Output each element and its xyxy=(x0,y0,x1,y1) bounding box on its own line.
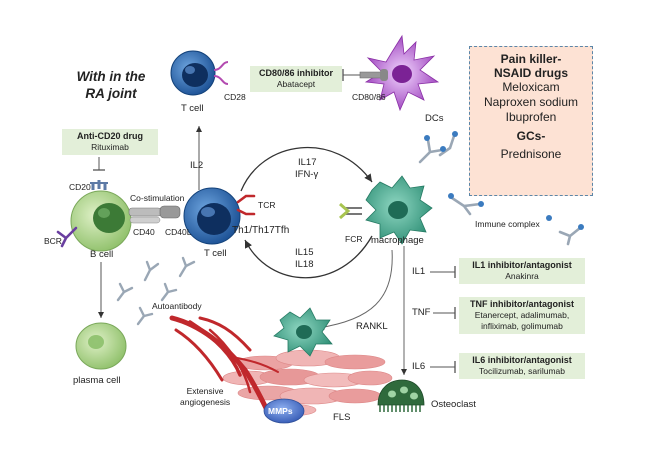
t-cell-center-label: T cell xyxy=(204,248,227,259)
osteoclast-label: Osteoclast xyxy=(431,399,476,410)
plasma-cell-label: plasma cell xyxy=(73,375,121,386)
macrophage-label: macrophage xyxy=(371,235,424,246)
angiogenesis-line-1: Extensive xyxy=(186,386,224,396)
anti-cd20-box: Anti-CD20 drug Rituximab xyxy=(62,129,158,155)
il6-inhibitor-box: IL6 inhibitor/antagonist Tocilizumab, sa… xyxy=(459,353,585,379)
t-cell-top xyxy=(170,50,229,96)
plasma-cell xyxy=(75,322,127,370)
cd80-86-label: CD80/86 xyxy=(352,92,386,102)
ifn-gamma-label: IFN-γ xyxy=(295,169,319,180)
blood-vessels xyxy=(169,315,279,415)
tcr-label: TCR xyxy=(258,200,276,210)
drug-prednisone: Prednisone xyxy=(500,147,562,161)
activated-macrophage xyxy=(273,307,333,357)
angiogenesis-label: Extensive angiogenesis xyxy=(180,386,230,408)
rankl-label: RANKL xyxy=(356,321,388,332)
drug-ibuprofen: Ibuprofen xyxy=(505,110,557,124)
macrophage-cell xyxy=(339,175,433,245)
osteoclast-cell xyxy=(377,379,425,412)
drug-naproxen: Naproxen sodium xyxy=(483,95,579,109)
pain-heading-1: Pain killer- xyxy=(500,52,562,66)
fls-label: FLS xyxy=(333,412,351,423)
immune-complexes xyxy=(418,134,582,246)
cd80-inhibitor-drugs: Abatacept xyxy=(276,79,316,89)
b-cell-label: B cell xyxy=(90,249,114,260)
dendritic-cell xyxy=(359,34,440,112)
pain-heading-2: NSAID drugs xyxy=(493,66,568,80)
il6-inhibitor-heading: IL6 inhibitor/antagonist xyxy=(472,355,572,365)
il17-label: IL17 xyxy=(298,157,317,168)
cd80-inhibitor-box: CD80/86 inhibitor Abatacept xyxy=(250,66,342,92)
t-to-macrophage-arrow xyxy=(240,147,373,192)
mmps-blob xyxy=(263,398,305,424)
immune-complex-label: Immune complex xyxy=(475,219,540,229)
dcs-label: DCs xyxy=(425,113,444,124)
t-cell-top-label: T cell xyxy=(181,103,204,114)
tnf-inhibitor-drugs-2: infliximab, golimumab xyxy=(481,320,563,331)
autoantibody-label: Autoantibody xyxy=(152,301,202,311)
cd40-label: CD40 xyxy=(133,227,155,237)
cd28-label: CD28 xyxy=(224,92,246,102)
angiogenesis-line-2: angiogenesis xyxy=(180,397,231,407)
il6-label: IL6 xyxy=(412,361,426,372)
co-stimulation-label: Co-stimulation xyxy=(130,193,185,203)
il6-inhibitor-drugs: Tocilizumab, sarilumab xyxy=(479,366,565,376)
tnf-inhibitor-heading: TNF inhibitor/antagonist xyxy=(470,299,574,309)
rankl-arrow xyxy=(317,249,393,331)
il2-label: IL2 xyxy=(190,160,204,171)
th-subsets-label: Th1/Th17Tfh xyxy=(232,225,290,236)
il15-label: IL15 xyxy=(295,247,314,258)
gcs-heading: GCs- xyxy=(516,129,546,143)
co-stimulation-rods xyxy=(128,205,181,224)
pain-killer-box: Pain killer- NSAID drugs Meloxicam Napro… xyxy=(469,46,593,196)
title-line-2: RA joint xyxy=(85,86,137,101)
il1-label: IL1 xyxy=(412,266,426,277)
anti-cd20-heading: Anti-CD20 drug xyxy=(77,131,143,141)
tnf-inhibitor-drugs-1: Etanercept, adalimumab, xyxy=(474,310,570,320)
mmps-label: MMPs xyxy=(268,406,293,416)
fcr-label: FCR xyxy=(345,234,363,244)
b-cell xyxy=(56,180,132,252)
il1-inhibitor-box: IL1 inhibitor/antagonist Anakinra xyxy=(459,258,585,284)
tnf-inhibitor-box: TNF inhibitor/antagonist Etanercept, ada… xyxy=(459,297,585,334)
anti-cd20-drugs: Rituximab xyxy=(91,142,129,152)
il18-label: IL18 xyxy=(295,259,314,270)
il1-inhibitor-drugs: Anakinra xyxy=(505,271,539,281)
drug-meloxicam: Meloxicam xyxy=(502,80,560,94)
cd20-label: CD20 xyxy=(69,182,91,192)
macrophage-to-t-arrow xyxy=(244,235,373,279)
diagram-title: With in the RA joint xyxy=(56,68,166,102)
title-line-1: With in the xyxy=(76,69,146,84)
cd40l-label: CD40L xyxy=(165,227,192,237)
bcr-label: BCR xyxy=(44,236,62,246)
tnf-label: TNF xyxy=(412,307,431,318)
il1-inhibitor-heading: IL1 inhibitor/antagonist xyxy=(472,260,572,270)
autoantibodies xyxy=(116,256,196,326)
antigen-dots xyxy=(424,131,584,230)
cd80-inhibitor-heading: CD80/86 inhibitor xyxy=(258,68,333,78)
t-cell-center xyxy=(183,187,256,245)
